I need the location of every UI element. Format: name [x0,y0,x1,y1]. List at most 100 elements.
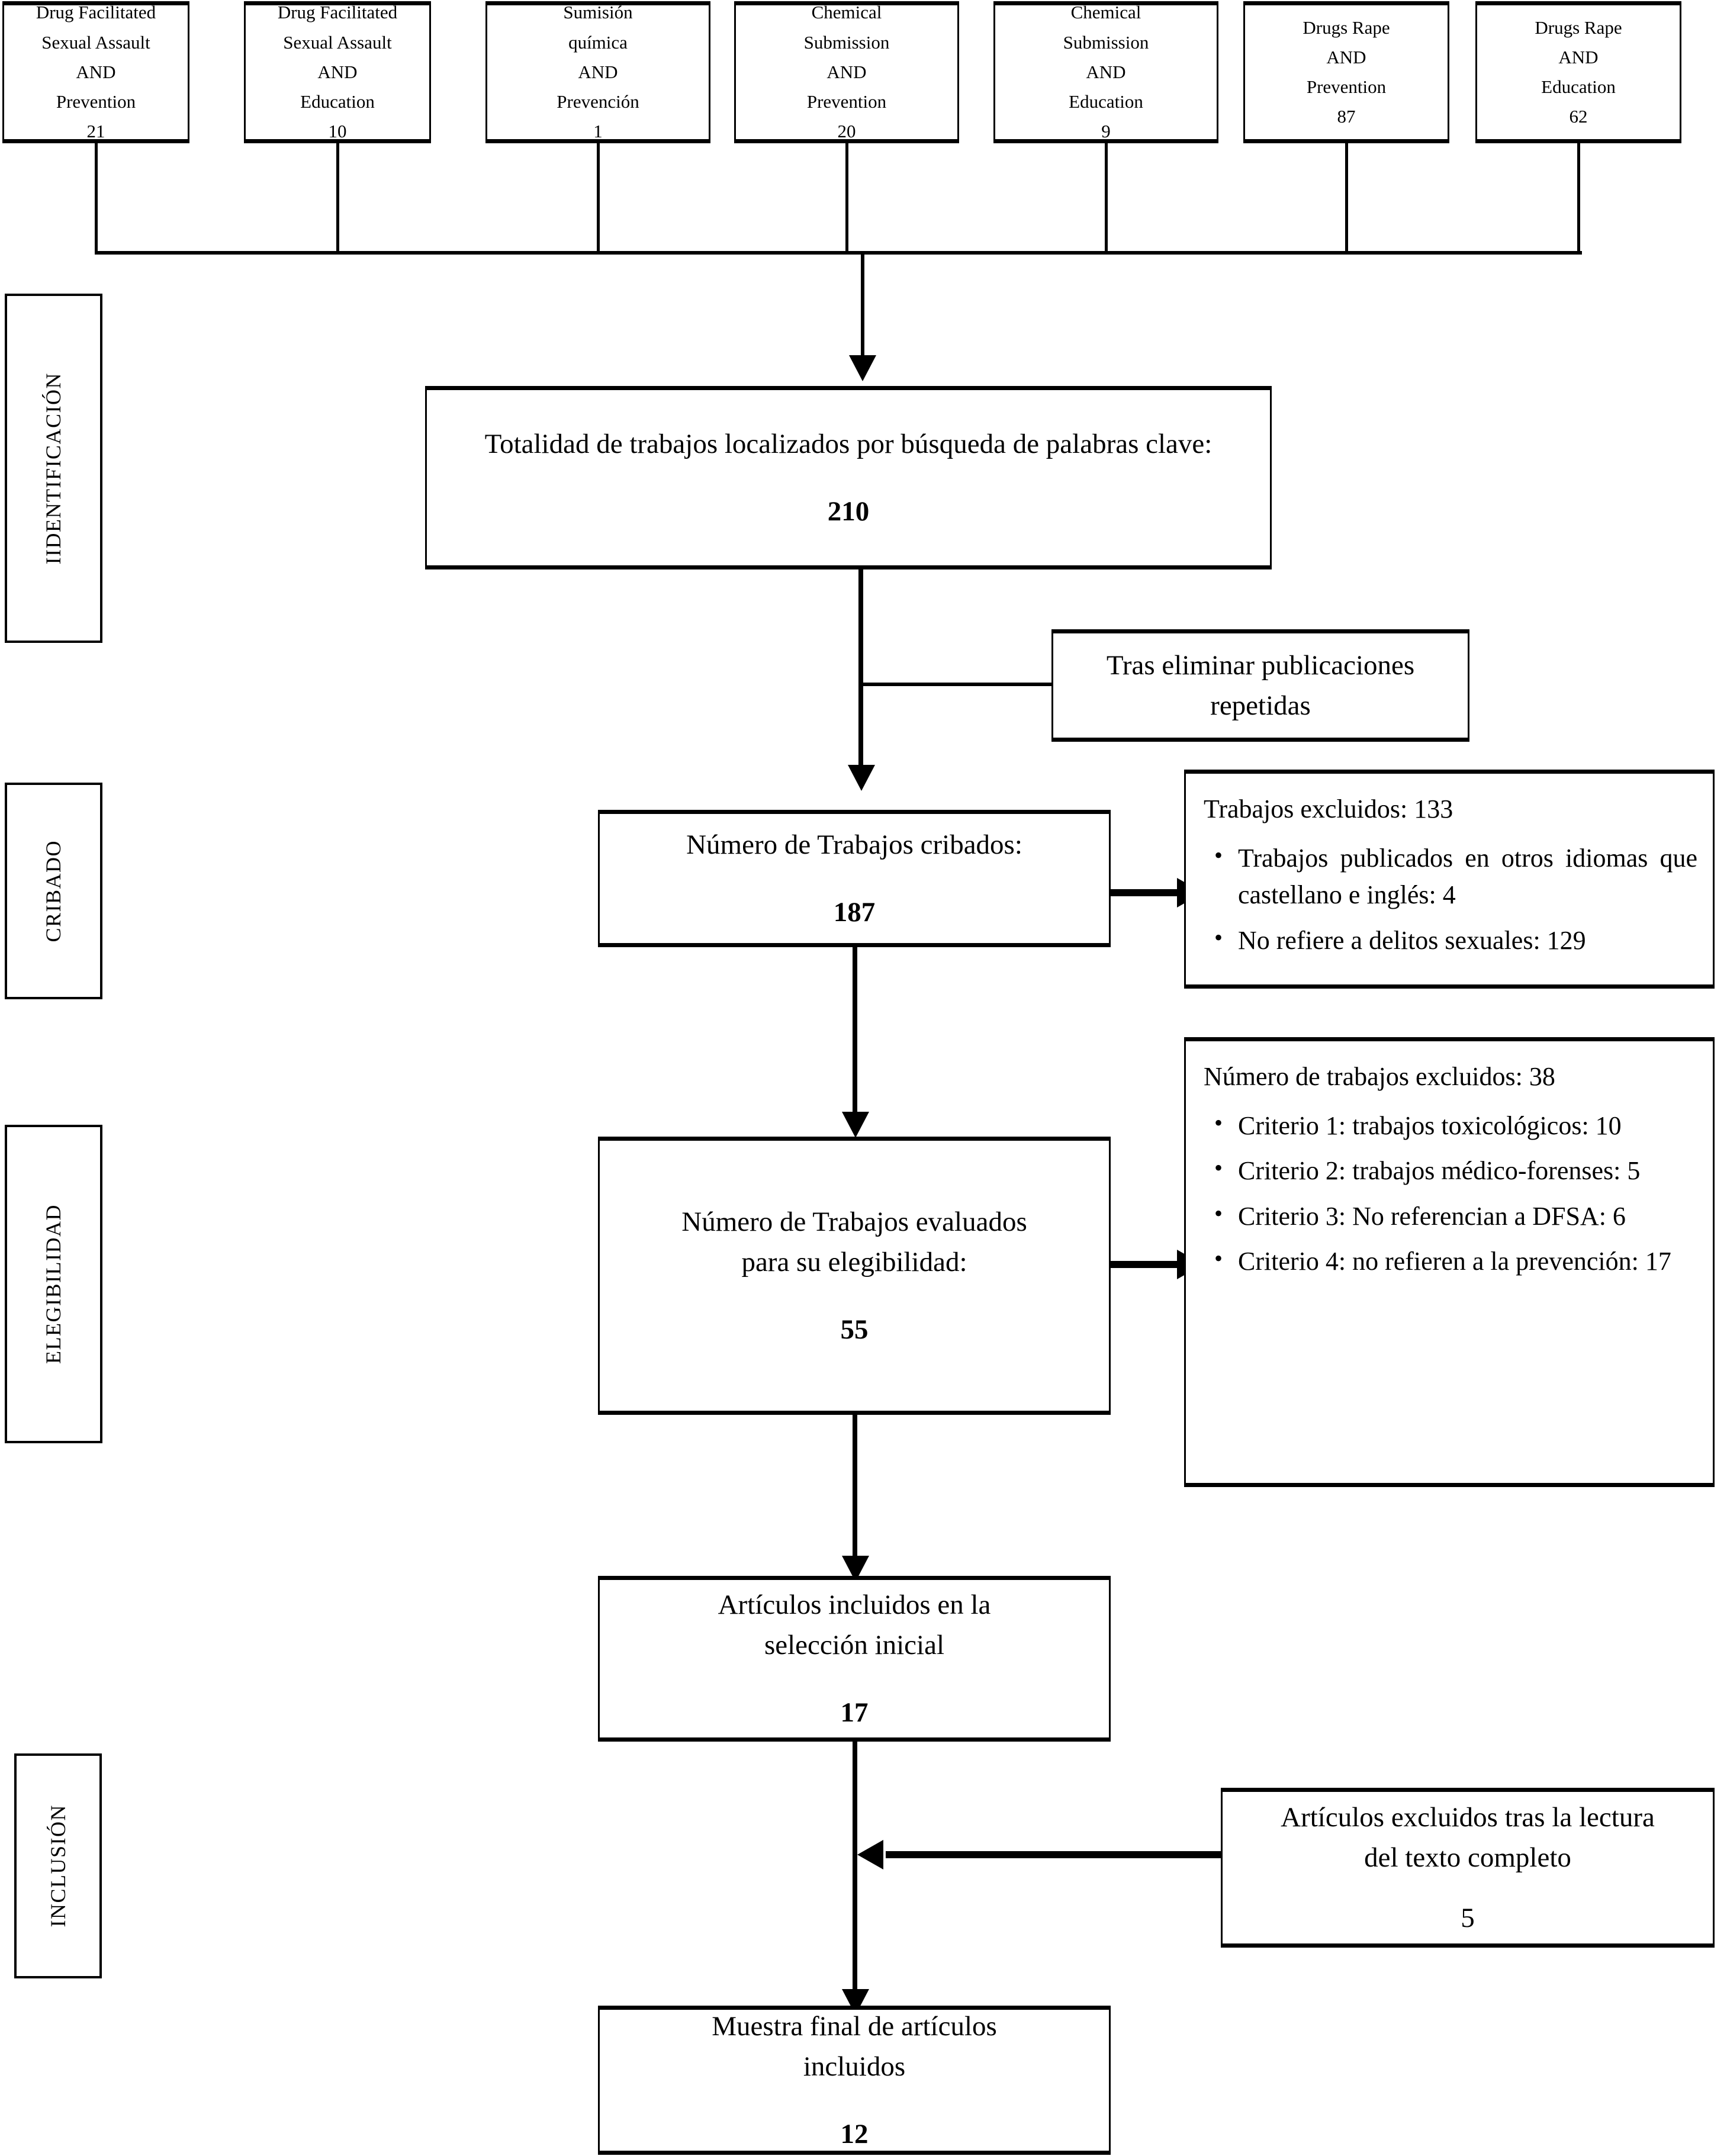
connector-source-5-stem [1105,143,1108,252]
source-line: Prevention [1306,76,1387,97]
screening-excluded-box: Trabajos excluidos: 133 Trabajos publica… [1184,770,1715,989]
source-box-5: Chemical Submission AND Education 9 [993,1,1218,143]
source-count: 10 [328,121,347,142]
eligibility-excluded-list: Criterio 1: trabajos toxicológicos: 10 C… [1201,1099,1697,1289]
list-item: Criterio 1: trabajos toxicológicos: 10 [1214,1106,1697,1144]
connector-collector-bus [95,251,1582,255]
final-sample-box: Muestra final de artículos incluidos 12 [598,2006,1111,2155]
connector-source-3-stem [597,143,600,252]
identified-records-box: Totalidad de trabajos localizados por bú… [425,386,1272,569]
eligibility-excluded-header: Número de trabajos excluidos: 38 [1204,1062,1555,1091]
source-line: AND [1558,46,1599,67]
connector-source-7-stem [1577,143,1580,252]
initial-selection-box: Artículos incluidos en la selección inic… [598,1576,1111,1742]
stage-label-identification: IIDENTIFICACIÓN [5,294,102,643]
connector-fulltext-excluded-to-trunk [886,1851,1223,1858]
screened-records-box: Número de Trabajos cribados: 187 [598,810,1111,947]
source-line: Prevention [56,91,136,112]
source-line: Prevención [557,91,639,112]
source-count: 9 [1101,121,1111,142]
source-box-1: Drug Facilitated Sexual Assault AND Prev… [2,1,189,143]
eligibility-excluded-item-1: Criterio 1: trabajos toxicológicos: 10 [1238,1111,1622,1140]
identified-title: Totalidad de trabajos localizados por bú… [484,428,1213,459]
connector-screened-to-excluded [1111,889,1179,896]
connector-source-2-stem [336,143,339,252]
source-line: Drug Facilitated [277,2,398,23]
source-line: química [568,31,628,53]
source-line: Prevention [806,91,887,112]
source-count: 1 [593,121,603,142]
connector-initial-to-final [853,1742,857,1996]
fulltext-excluded-line-2: del texto completo [1364,1842,1571,1873]
stage-label-inclusion: INCLUSIÓN [14,1753,102,1978]
source-box-6: Drugs Rape AND Prevention 87 [1243,1,1449,143]
arrow-screened-to-eligibility [842,1112,869,1138]
source-line: Chemical [811,2,882,23]
source-box-2: Drug Facilitated Sexual Assault AND Educ… [244,1,431,143]
initial-selection-count: 17 [840,1697,869,1729]
fulltext-excluded-box: Artículos excluidos tras la lectura del … [1221,1788,1715,1948]
initial-selection-line-2: selección inicial [764,1629,945,1661]
source-count: 62 [1569,106,1588,127]
connector-source-6-stem [1345,143,1348,252]
screened-title: Número de Trabajos cribados: [686,829,1022,860]
stage-label-text: IIDENTIFICACIÓN [41,372,66,565]
list-item: Trabajos publicados en otros idiomas que… [1214,839,1697,914]
source-line: Education [1541,76,1616,97]
source-box-3: Sumisión química AND Prevención 1 [485,1,710,143]
source-line: Sexual Assault [41,31,150,53]
source-line: Sumisión [563,2,633,23]
arrow-identified-to-screened [848,765,875,791]
source-count: 21 [86,121,105,142]
source-line: AND [1326,46,1366,67]
final-sample-line-1: Muestra final de artículos [712,2010,997,2042]
list-item: Criterio 3: No referencian a DFSA: 6 [1214,1197,1697,1235]
screening-excluded-item-1: Trabajos publicados en otros idiomas que… [1238,843,1697,910]
connector-branch-to-duplicates [858,683,1054,686]
eligibility-excluded-box: Número de trabajos excluidos: 38 Criteri… [1184,1037,1715,1487]
identified-count: 210 [827,496,870,527]
final-sample-line-2: incluidos [803,2051,906,2082]
source-line: AND [578,61,618,82]
duplicates-line-2: repetidas [1210,690,1311,721]
source-box-4: Chemical Submission AND Prevention 20 [734,1,959,143]
screened-count: 187 [833,897,876,928]
duplicates-line-1: Tras eliminar publicaciones [1106,649,1415,681]
eligibility-excluded-item-2: Criterio 2: trabajos médico-forenses: 5 [1238,1156,1641,1186]
stage-label-screening: CRIBADO [5,783,102,999]
list-item: Criterio 2: trabajos médico-forenses: 5 [1214,1151,1697,1189]
source-line: Submission [1063,31,1149,53]
eligibility-line-2: para su elegibilidad: [741,1246,967,1277]
source-line: Drug Facilitated [36,2,156,23]
eligibility-excluded-item-4: Criterio 4: no refieren a la prevención:… [1238,1247,1671,1276]
fulltext-excluded-count: 5 [1461,1903,1475,1934]
eligibility-line-1: Número de Trabajos evaluados [681,1206,1027,1237]
arrow-bus-to-identified [849,355,876,381]
source-line: Education [1069,91,1143,112]
stage-label-text: CRIBADO [41,839,66,942]
list-item: Criterio 4: no refieren a la prevención:… [1214,1242,1697,1280]
source-count: 20 [837,121,856,142]
connector-screened-to-eligibility [853,947,857,1118]
final-sample-count: 12 [840,2119,869,2150]
connector-bus-to-identified [861,253,864,360]
initial-selection-line-1: Artículos incluidos en la [718,1589,991,1620]
source-line: AND [76,61,116,82]
screening-excluded-item-2: No refiere a delitos sexuales: 129 [1238,925,1586,955]
source-line: Chemical [1070,2,1141,23]
eligibility-count: 55 [840,1314,869,1346]
fulltext-excluded-line-1: Artículos excluidos tras la lectura [1281,1801,1655,1833]
arrow-fulltext-excluded-to-trunk [857,1840,883,1869]
connector-eligibility-to-initial [853,1415,857,1562]
stage-label-text: INCLUSIÓN [46,1804,70,1927]
source-line: AND [317,61,358,82]
source-line: AND [1086,61,1126,82]
source-line: AND [826,61,867,82]
source-line: Sexual Assault [283,31,392,53]
source-line: Submission [803,31,890,53]
source-line: Drugs Rape [1303,17,1390,38]
screening-excluded-list: Trabajos publicados en otros idiomas que… [1201,832,1697,967]
eligibility-assessed-box: Número de Trabajos evaluados para su ele… [598,1137,1111,1415]
source-count: 87 [1337,106,1356,127]
